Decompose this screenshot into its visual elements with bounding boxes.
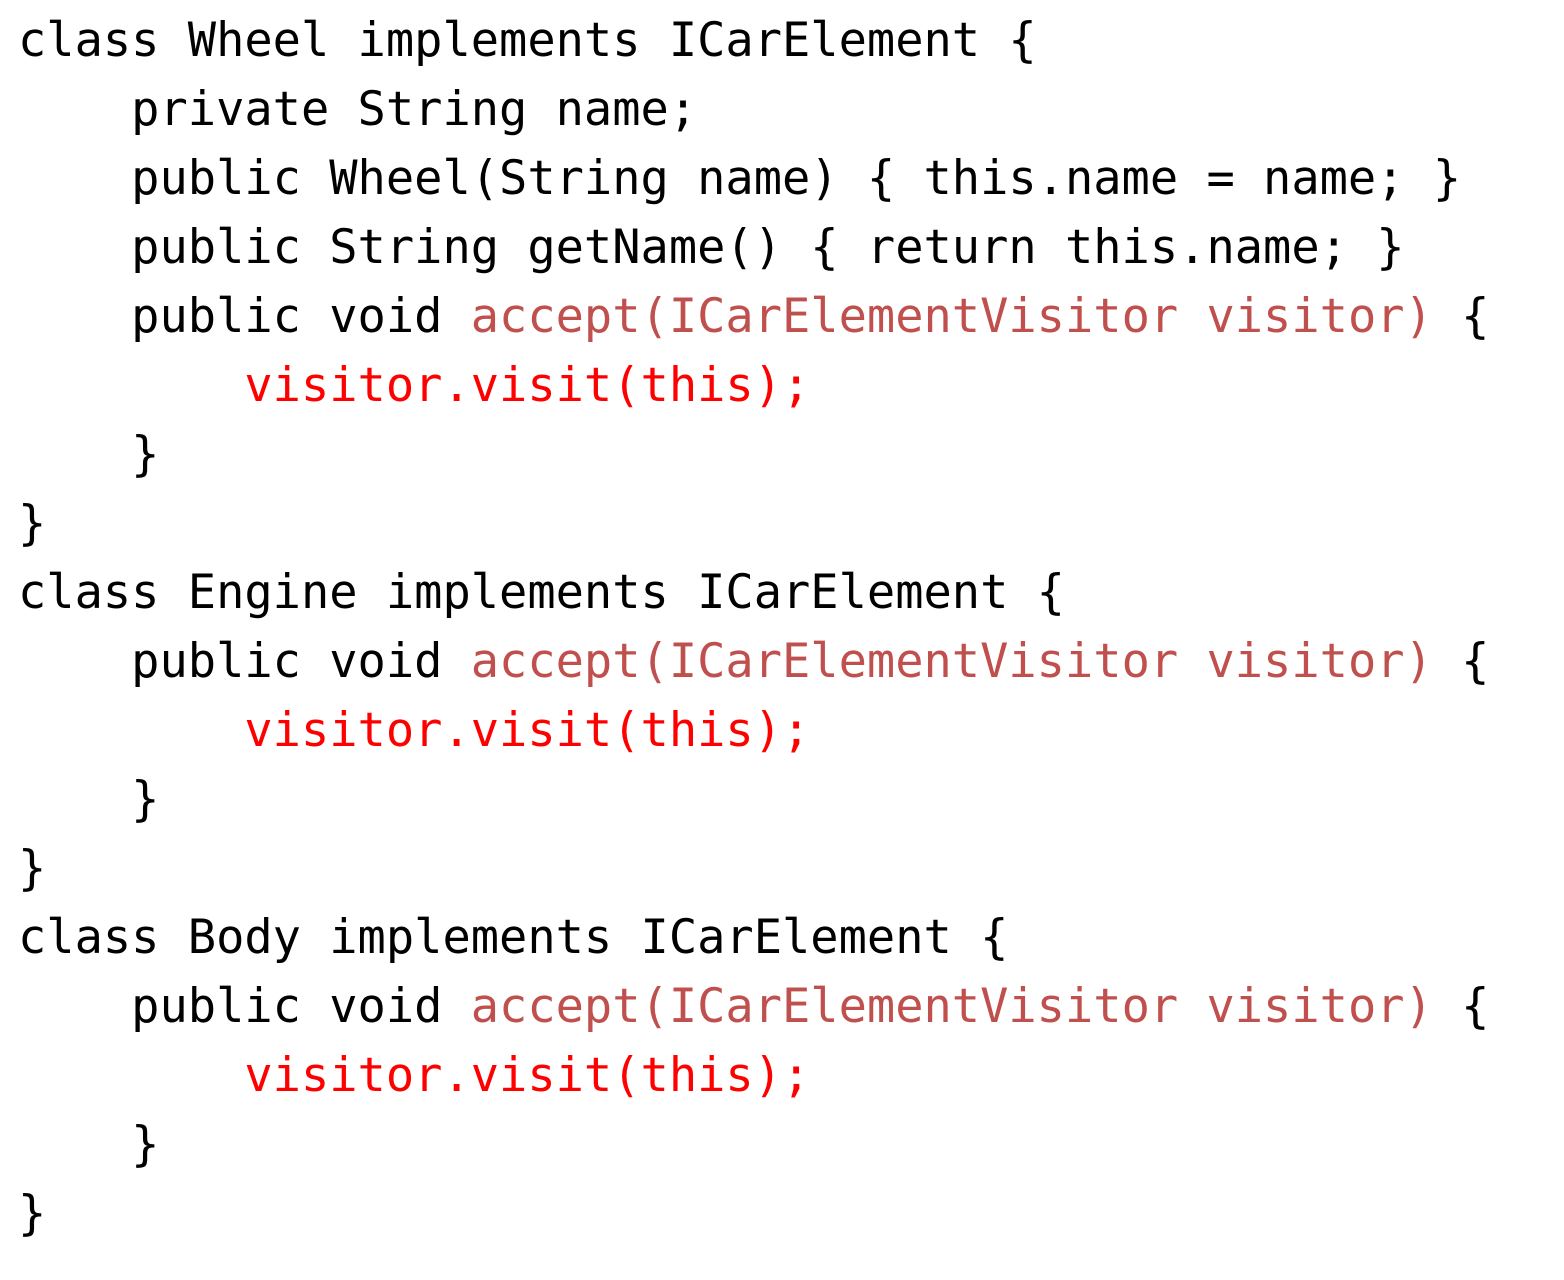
code-block: class Wheel implements ICarElement { pri… bbox=[18, 6, 1564, 1248]
code-line: visitor.visit(this); bbox=[18, 1041, 1564, 1110]
code-line: } bbox=[18, 1110, 1564, 1179]
code-line: } bbox=[18, 489, 1564, 558]
code-line: public Wheel(String name) { this.name = … bbox=[18, 144, 1564, 213]
code-line: class Engine implements ICarElement { bbox=[18, 558, 1564, 627]
code-token-default: public void bbox=[18, 289, 471, 344]
code-token-default bbox=[18, 1048, 244, 1103]
code-token-default: class Body implements ICarElement { bbox=[18, 910, 1009, 965]
code-line: class Body implements ICarElement { bbox=[18, 903, 1564, 972]
code-token-signature: accept(ICarElementVisitor visitor) bbox=[470, 979, 1433, 1034]
code-line: visitor.visit(this); bbox=[18, 696, 1564, 765]
code-token-default: public String getName() { return this.na… bbox=[18, 220, 1405, 275]
code-line: } bbox=[18, 834, 1564, 903]
code-token-default: } bbox=[18, 841, 47, 896]
code-token-default: { bbox=[1432, 289, 1490, 344]
code-line: } bbox=[18, 420, 1564, 489]
code-token-call: visitor.visit(this); bbox=[244, 358, 811, 413]
code-token-default bbox=[18, 703, 244, 758]
code-token-signature: accept(ICarElementVisitor visitor) bbox=[470, 289, 1433, 344]
code-token-default: } bbox=[18, 496, 47, 551]
code-token-default: class Engine implements ICarElement { bbox=[18, 565, 1065, 620]
code-line: } bbox=[18, 765, 1564, 834]
code-token-default: public Wheel(String name) { this.name = … bbox=[18, 151, 1462, 206]
code-token-call: visitor.visit(this); bbox=[244, 703, 811, 758]
code-token-default: public void bbox=[18, 634, 471, 689]
code-token-default: } bbox=[18, 427, 160, 482]
code-token-default: { bbox=[1432, 634, 1490, 689]
code-token-default: } bbox=[18, 1186, 47, 1241]
code-token-call: visitor.visit(this); bbox=[244, 1048, 811, 1103]
code-token-default: private String name; bbox=[18, 82, 698, 137]
code-line: class Wheel implements ICarElement { bbox=[18, 6, 1564, 75]
code-line: visitor.visit(this); bbox=[18, 351, 1564, 420]
code-token-default bbox=[18, 358, 244, 413]
code-line: public String getName() { return this.na… bbox=[18, 213, 1564, 282]
code-token-default: { bbox=[1432, 979, 1490, 1034]
code-line: } bbox=[18, 1179, 1564, 1248]
code-line: private String name; bbox=[18, 75, 1564, 144]
code-token-default: } bbox=[18, 1117, 160, 1172]
code-token-default: public void bbox=[18, 979, 471, 1034]
code-token-signature: accept(ICarElementVisitor visitor) bbox=[470, 634, 1433, 689]
code-line: public void accept(ICarElementVisitor vi… bbox=[18, 972, 1564, 1041]
code-token-default: class Wheel implements ICarElement { bbox=[18, 13, 1037, 68]
code-line: public void accept(ICarElementVisitor vi… bbox=[18, 627, 1564, 696]
code-line: public void accept(ICarElementVisitor vi… bbox=[18, 282, 1564, 351]
code-token-default: } bbox=[18, 772, 160, 827]
